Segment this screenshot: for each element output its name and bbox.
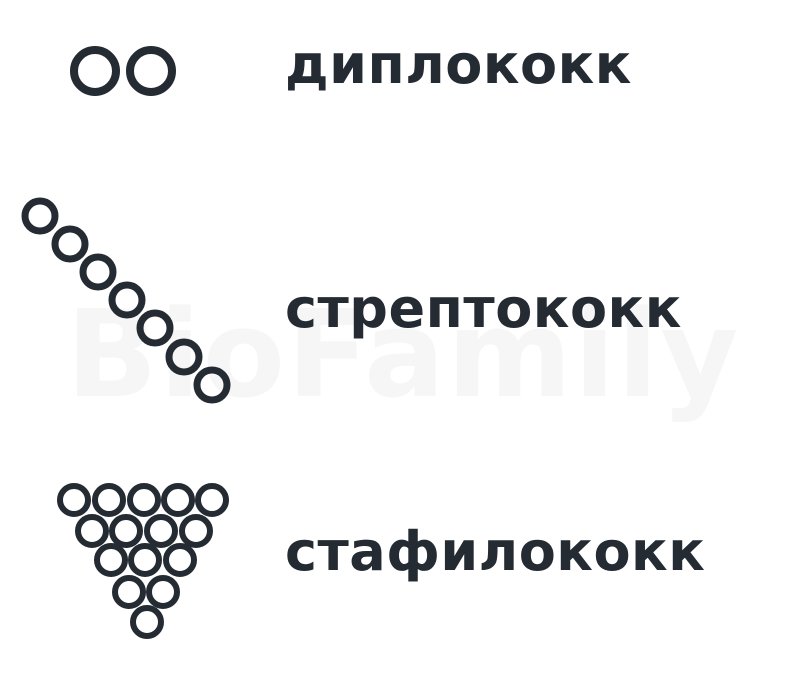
coccus-ring (70, 46, 120, 96)
streptococcus-label: стрептококк (285, 277, 682, 340)
staphylococcus-icon (57, 483, 229, 639)
diplococcus-icon (70, 46, 176, 96)
coccus-ring (163, 543, 197, 577)
coccus-ring (195, 483, 229, 517)
coccus-ring (144, 514, 178, 548)
coccus-ring (112, 575, 146, 609)
coccus-ring (126, 46, 176, 96)
diplococcus-label: диплококк (285, 33, 632, 96)
coccus-ring (128, 543, 162, 577)
coccus-ring (136, 309, 174, 347)
coccus-ring (108, 281, 146, 319)
coccus-ring (75, 514, 109, 548)
coccus-ring (92, 483, 126, 517)
coccus-ring (94, 543, 128, 577)
coccus-ring (109, 514, 143, 548)
coccus-ring (79, 253, 117, 291)
coccus-ring (165, 338, 203, 376)
coccus-ring (179, 514, 213, 548)
coccus-ring (161, 483, 195, 517)
streptococcus-icon (21, 197, 231, 404)
coccus-ring (127, 483, 161, 517)
coccus-ring (130, 605, 164, 639)
coccus-ring (51, 225, 89, 263)
staphylococcus-label: стафилококк (285, 520, 706, 583)
coccus-ring (57, 483, 91, 517)
coccus-ring (21, 197, 59, 235)
coccus-ring (146, 575, 180, 609)
coccus-ring (193, 366, 231, 404)
